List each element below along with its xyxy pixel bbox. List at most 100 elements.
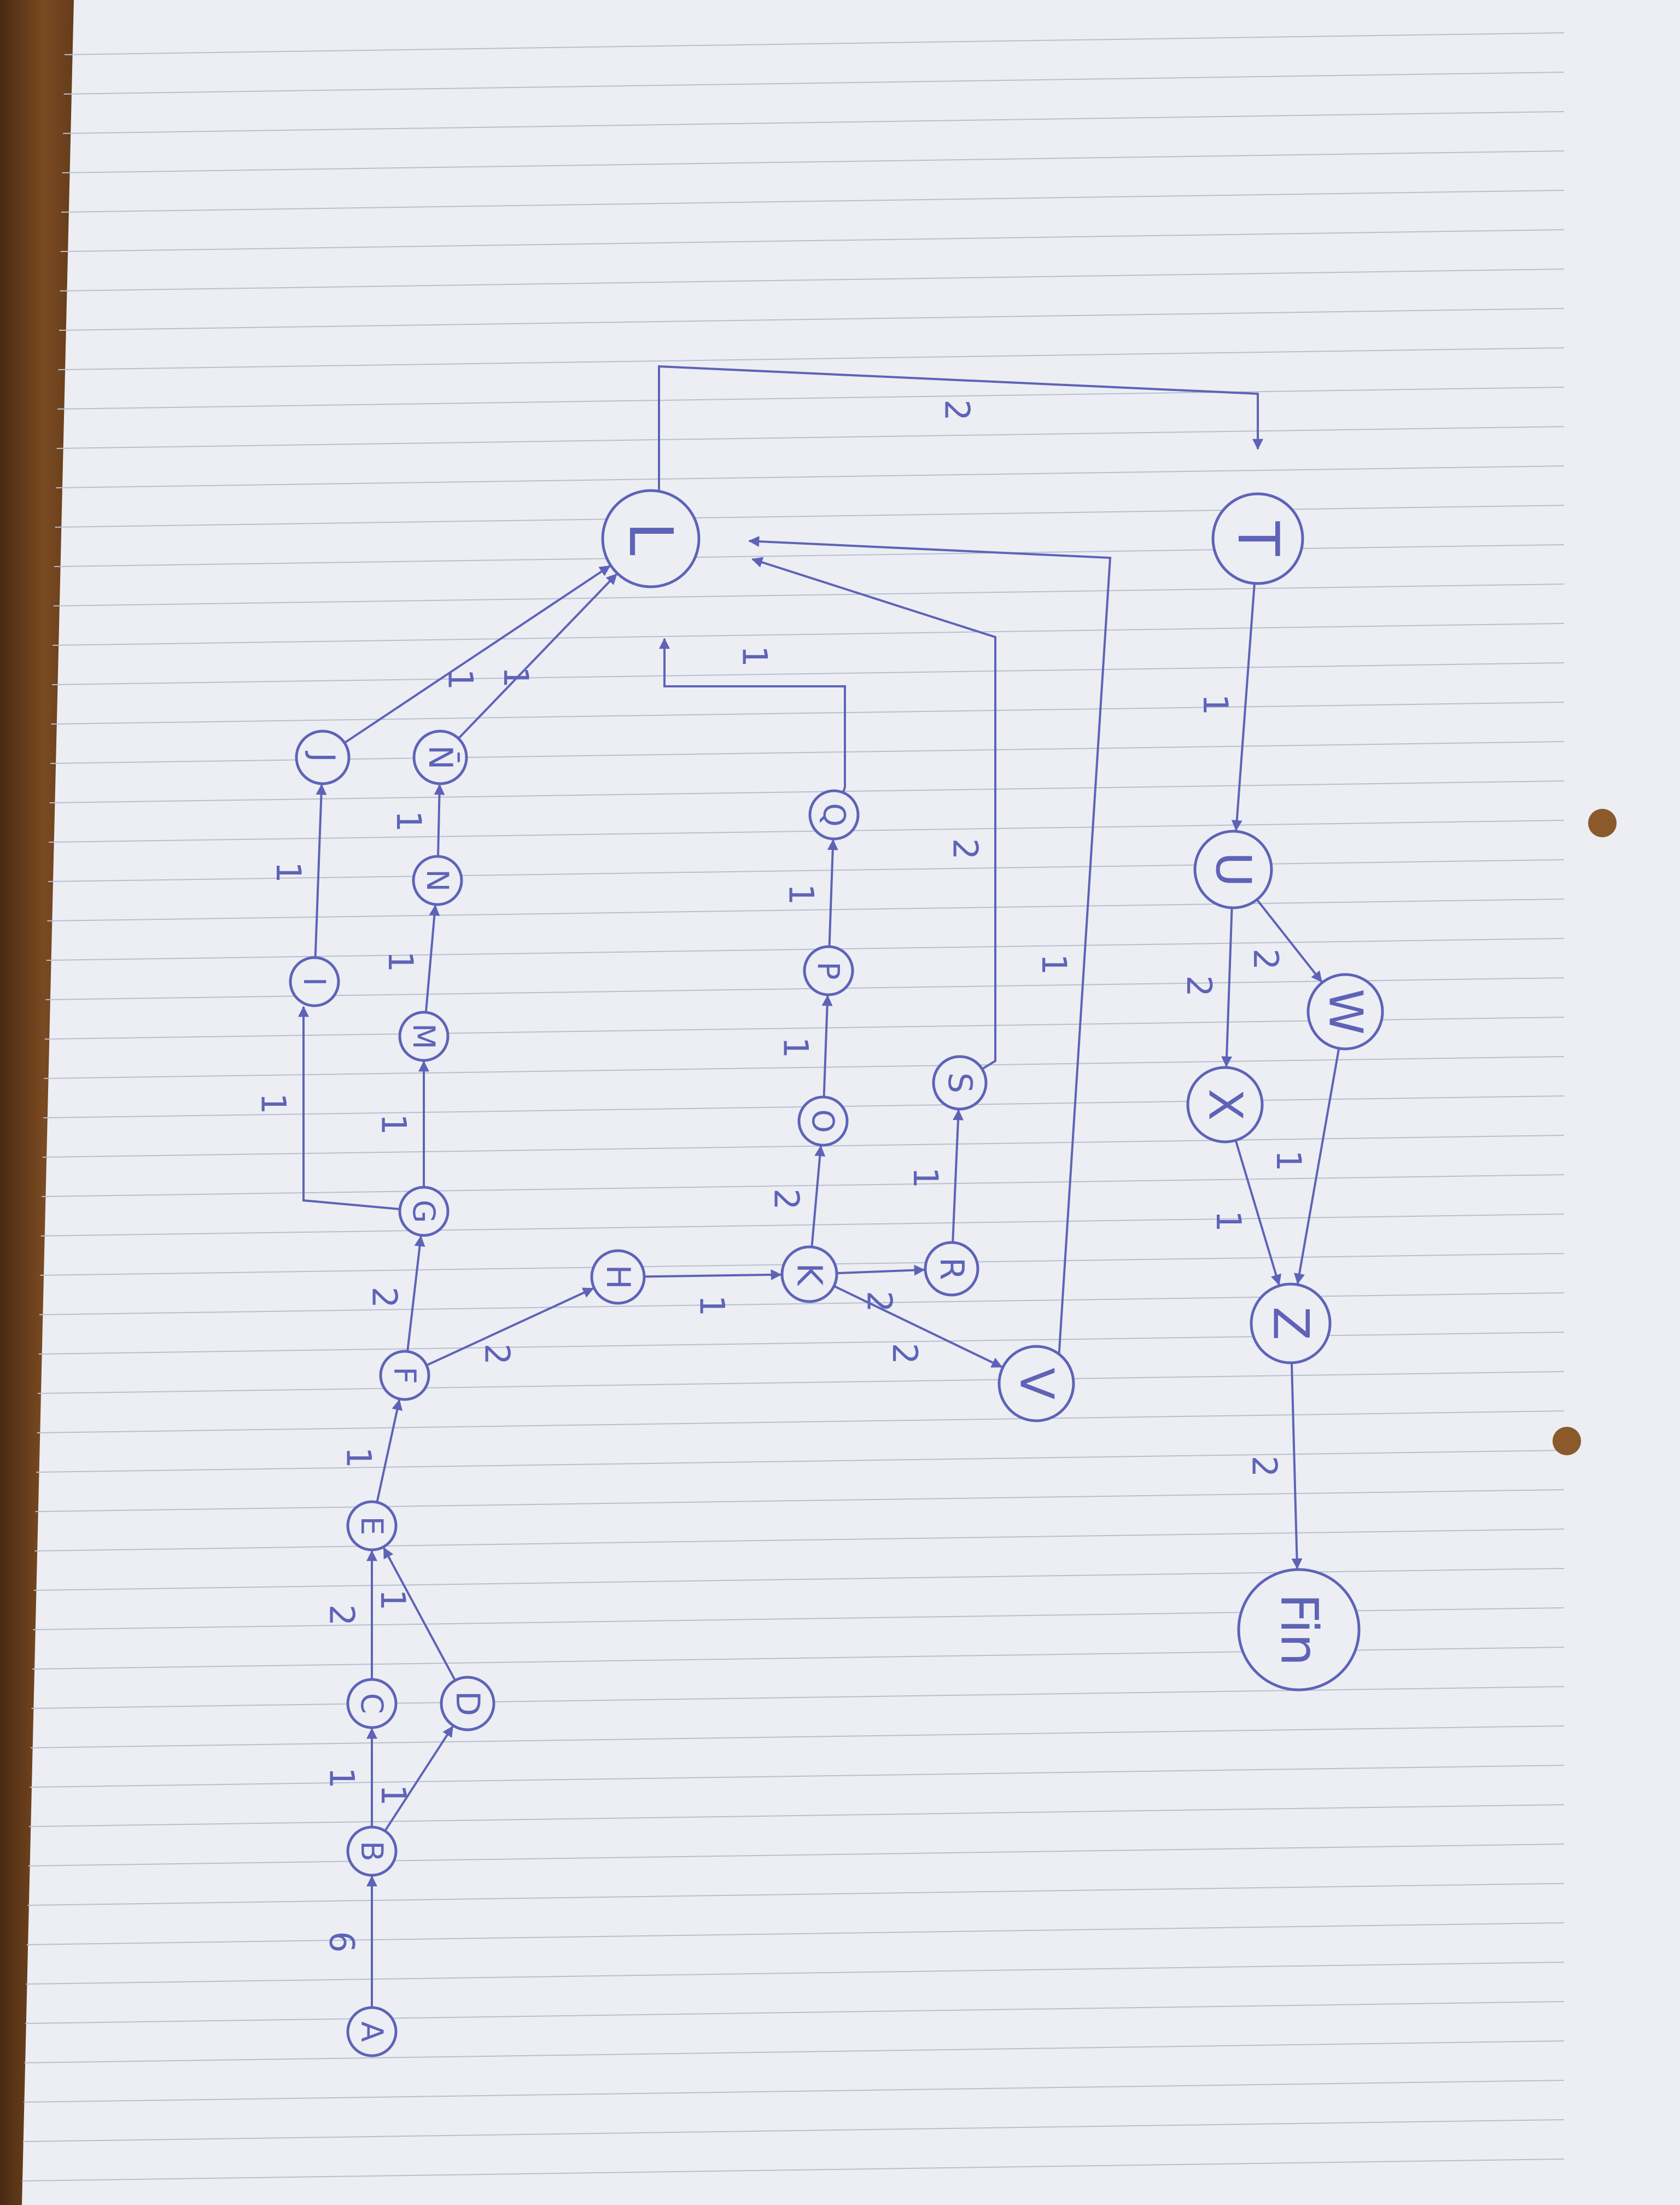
node-s: S: [932, 1055, 988, 1111]
edge-k-v: [833, 1285, 1003, 1368]
ruled-line: [64, 32, 1565, 55]
edge-e-f: [376, 1399, 403, 1503]
edge-weight-label: 2: [1246, 948, 1286, 970]
node-l: L: [601, 489, 701, 588]
node-circle: [289, 956, 340, 1007]
node-label: G: [406, 1200, 441, 1223]
node-i: I: [289, 956, 340, 1007]
ruled-line: [55, 505, 1565, 528]
ruled-line: [51, 662, 1565, 685]
node-label: Z: [1262, 1306, 1320, 1340]
edge-weight-label: 1: [1195, 694, 1235, 715]
ruled-line: [49, 780, 1565, 803]
node-circle: [803, 945, 854, 996]
node-circle: [601, 489, 701, 588]
node-label: V: [1010, 1368, 1064, 1399]
edge-weight-label: 1: [374, 1784, 413, 1806]
node-circle: [780, 1245, 838, 1303]
edge-i-j: [314, 784, 327, 958]
ruled-line: [51, 702, 1565, 725]
edge-weight-label: 1: [1269, 1150, 1309, 1171]
node-circle: [797, 1095, 849, 1147]
node-v: V: [998, 1345, 1075, 1422]
node-e: E: [346, 1500, 398, 1551]
ruled-line: [61, 190, 1565, 213]
edge-weight-label: 1: [1209, 1210, 1249, 1232]
edge-j-l: [343, 565, 611, 744]
edge-weight-label: 2: [364, 1287, 404, 1308]
edge-weight-label: 2: [1179, 975, 1219, 996]
edge-weight-label: 2: [1244, 1456, 1284, 1477]
node-label: E: [354, 1516, 389, 1536]
ruled-line: [35, 1489, 1565, 1512]
ruled-line: [60, 229, 1565, 252]
node-label: N: [420, 869, 455, 891]
ruled-line: [29, 1804, 1565, 1827]
node-label: Q: [816, 803, 851, 826]
node-label: D: [448, 1691, 487, 1716]
node-label: R: [932, 1257, 971, 1280]
node-m: M: [398, 1011, 450, 1062]
node-circle: [346, 2006, 398, 2057]
node-label: O: [806, 1109, 841, 1133]
binder-hole: [1588, 809, 1617, 837]
ruled-line: [46, 938, 1565, 961]
ruled-line: [26, 1922, 1565, 1945]
ruled-line: [63, 111, 1565, 134]
edge-g-i: [298, 1006, 400, 1211]
edge-weight-label: 1: [781, 884, 821, 905]
node-label: A: [354, 2021, 389, 2042]
ruled-line: [48, 859, 1565, 882]
node-r: R: [924, 1241, 979, 1297]
edge-weight-label: 1: [441, 669, 481, 690]
ruled-line: [30, 1765, 1565, 1788]
node-label: J: [304, 750, 342, 762]
node-label: H: [599, 1264, 637, 1289]
ruled-line: [56, 426, 1565, 449]
node-circle: [1211, 492, 1304, 585]
edge-d-e: [383, 1547, 457, 1681]
ruled-line: [27, 1883, 1565, 1906]
ruled-line: [53, 584, 1565, 606]
ruled-line: [24, 2080, 1565, 2103]
node-t: T: [1211, 492, 1304, 585]
node-circle: [412, 730, 468, 785]
edge-weight-label: 1: [269, 861, 308, 883]
ruled-line: [25, 2001, 1565, 2024]
ruled-line: [44, 1056, 1565, 1079]
binder-holes: [1553, 809, 1617, 1455]
edge-n-nbar: [434, 784, 445, 857]
edge-weight-label: 2: [859, 1291, 899, 1312]
edge-weight-label: 2: [937, 399, 977, 421]
node-n: N: [412, 855, 463, 906]
node-circle: [346, 1500, 398, 1551]
node-j: J: [295, 730, 351, 785]
node-label: B: [354, 1841, 389, 1862]
node-g: G: [398, 1186, 450, 1237]
ruled-line: [42, 1174, 1565, 1197]
node-circle: [398, 1186, 450, 1237]
edge-x-z: [1234, 1140, 1282, 1286]
ruled-line: [58, 347, 1565, 370]
edge-weight-label: 1: [254, 1093, 294, 1114]
edge-k-o: [810, 1145, 826, 1247]
edge-weight-label: 1: [496, 667, 536, 688]
node-label: F: [387, 1367, 422, 1384]
node-circle: [379, 1350, 430, 1401]
node-label: N̄: [421, 745, 460, 770]
edge-z-fin: [1290, 1362, 1303, 1570]
node-circle: [1237, 1568, 1361, 1691]
ruled-line: [22, 2119, 1565, 2142]
ruled-line: [60, 269, 1565, 291]
edge-r-s: [952, 1109, 964, 1243]
node-circle: [346, 1825, 398, 1877]
edge-weight-label: 1: [322, 1767, 362, 1788]
edge-b-d: [384, 1725, 454, 1832]
node-b: B: [346, 1825, 398, 1877]
edge-weight-label: 1: [389, 810, 429, 832]
node-circle: [932, 1055, 988, 1111]
ruled-line: [26, 1962, 1565, 1985]
